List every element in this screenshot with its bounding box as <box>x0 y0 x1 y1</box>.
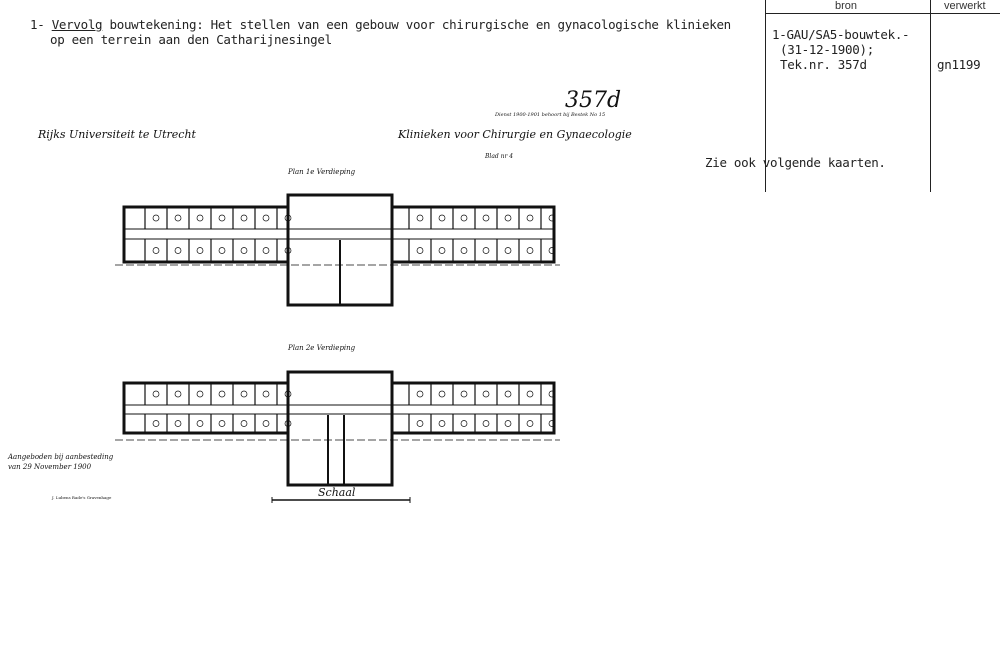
sheet-label: Blad nr 4 <box>485 153 514 160</box>
room-number-mark <box>548 420 556 427</box>
room-number-mark <box>196 420 204 427</box>
room-number-mark <box>218 214 226 222</box>
room-number-mark <box>482 390 490 398</box>
header-divider <box>765 13 1000 14</box>
signature-note: Aangeboden bij aanbesteding van 29 Novem… <box>8 453 114 471</box>
entry-number: 1- <box>30 17 45 32</box>
entry-title-line2: op een terrein aan den Catharijnesingel <box>50 32 332 47</box>
institution-label: Rijks Universiteit te Utrecht <box>38 128 196 141</box>
plan1-title: Plan 1e Verdieping <box>288 168 356 176</box>
room-number-mark <box>262 420 270 427</box>
room-number-mark <box>152 390 160 398</box>
subject-label: Klinieken voor Chirurgie en Gynaecologie <box>398 128 632 141</box>
room-number-mark <box>416 420 424 427</box>
room-number-mark <box>152 214 160 222</box>
room-number-mark <box>284 214 292 222</box>
room-number-mark <box>482 247 490 254</box>
bron-line-3: Tek.nr. 357d <box>780 57 867 72</box>
room-number-mark <box>438 420 446 427</box>
entry-title-line1: 1- Vervolg bouwtekening: Het stellen van… <box>30 17 731 32</box>
room-number-mark <box>262 247 270 254</box>
scale-bar <box>271 497 411 503</box>
room-number-mark <box>460 247 468 254</box>
room-number-mark <box>152 247 160 254</box>
room-number-mark <box>416 214 424 222</box>
room-number-mark <box>152 420 160 427</box>
room-number-mark <box>504 247 512 254</box>
room-number-mark <box>504 420 512 427</box>
room-number-mark <box>240 420 248 427</box>
bron-header: bron <box>835 0 858 12</box>
room-number-mark <box>482 420 490 427</box>
room-number-mark <box>240 390 248 398</box>
room-number-mark <box>174 214 182 222</box>
room-number-mark <box>504 390 512 398</box>
floor-plan-2 <box>115 370 560 487</box>
room-number-mark <box>460 390 468 398</box>
room-number-mark <box>526 420 534 427</box>
bron-line-2: (31-12-1900); <box>780 42 874 57</box>
floor-plan-1 <box>115 193 560 307</box>
scale-label: Schaal <box>318 486 356 499</box>
room-number-mark <box>262 214 270 222</box>
room-number-mark <box>284 420 292 427</box>
room-number-mark <box>438 247 446 254</box>
room-number-mark <box>196 390 204 398</box>
verwerkt-value: gn1199 <box>937 57 981 72</box>
room-number-mark <box>504 214 512 222</box>
title-rest: bouwtekening: Het stellen van een gebouw… <box>102 17 732 32</box>
room-number-mark <box>438 214 446 222</box>
column-divider <box>765 0 766 192</box>
verwerkt-header: verwerkt <box>944 0 986 12</box>
drawing-subnote: Dienst 1900-1901 behoort bij Bestek No 1… <box>495 112 606 118</box>
room-number-mark <box>460 214 468 222</box>
room-number-mark <box>196 247 204 254</box>
room-number-mark <box>482 214 490 222</box>
room-number-mark <box>460 420 468 427</box>
room-number-mark <box>240 247 248 254</box>
plan2-title: Plan 2e Verdieping <box>288 344 356 352</box>
room-number-mark <box>262 390 270 398</box>
room-number-mark <box>548 214 556 222</box>
room-number-mark <box>526 390 534 398</box>
room-number-mark <box>218 247 226 254</box>
title-underlined: Vervolg <box>51 17 103 32</box>
bron-line-1: 1-GAU/SA5-bouwtek.- <box>772 27 910 42</box>
room-number-mark <box>218 390 226 398</box>
room-number-mark <box>174 390 182 398</box>
room-number-mark <box>548 390 556 398</box>
room-number-mark <box>240 214 248 222</box>
room-number-mark <box>174 247 182 254</box>
room-number-mark <box>218 420 226 427</box>
see-also-note: Zie ook volgende kaarten. <box>705 155 886 170</box>
room-number-mark <box>416 390 424 398</box>
printer-label: J. Lubens Rade's Gravenhage <box>52 495 112 500</box>
room-number-mark <box>526 247 534 254</box>
room-number-mark <box>526 214 534 222</box>
room-number-mark <box>438 390 446 398</box>
room-number-mark <box>196 214 204 222</box>
drawing-number: 357d <box>565 88 622 113</box>
room-number-mark <box>284 247 292 254</box>
room-number-mark <box>548 247 556 254</box>
room-number-mark <box>284 390 292 398</box>
room-number-mark <box>174 420 182 427</box>
room-number-mark <box>416 247 424 254</box>
column-divider <box>930 0 931 192</box>
